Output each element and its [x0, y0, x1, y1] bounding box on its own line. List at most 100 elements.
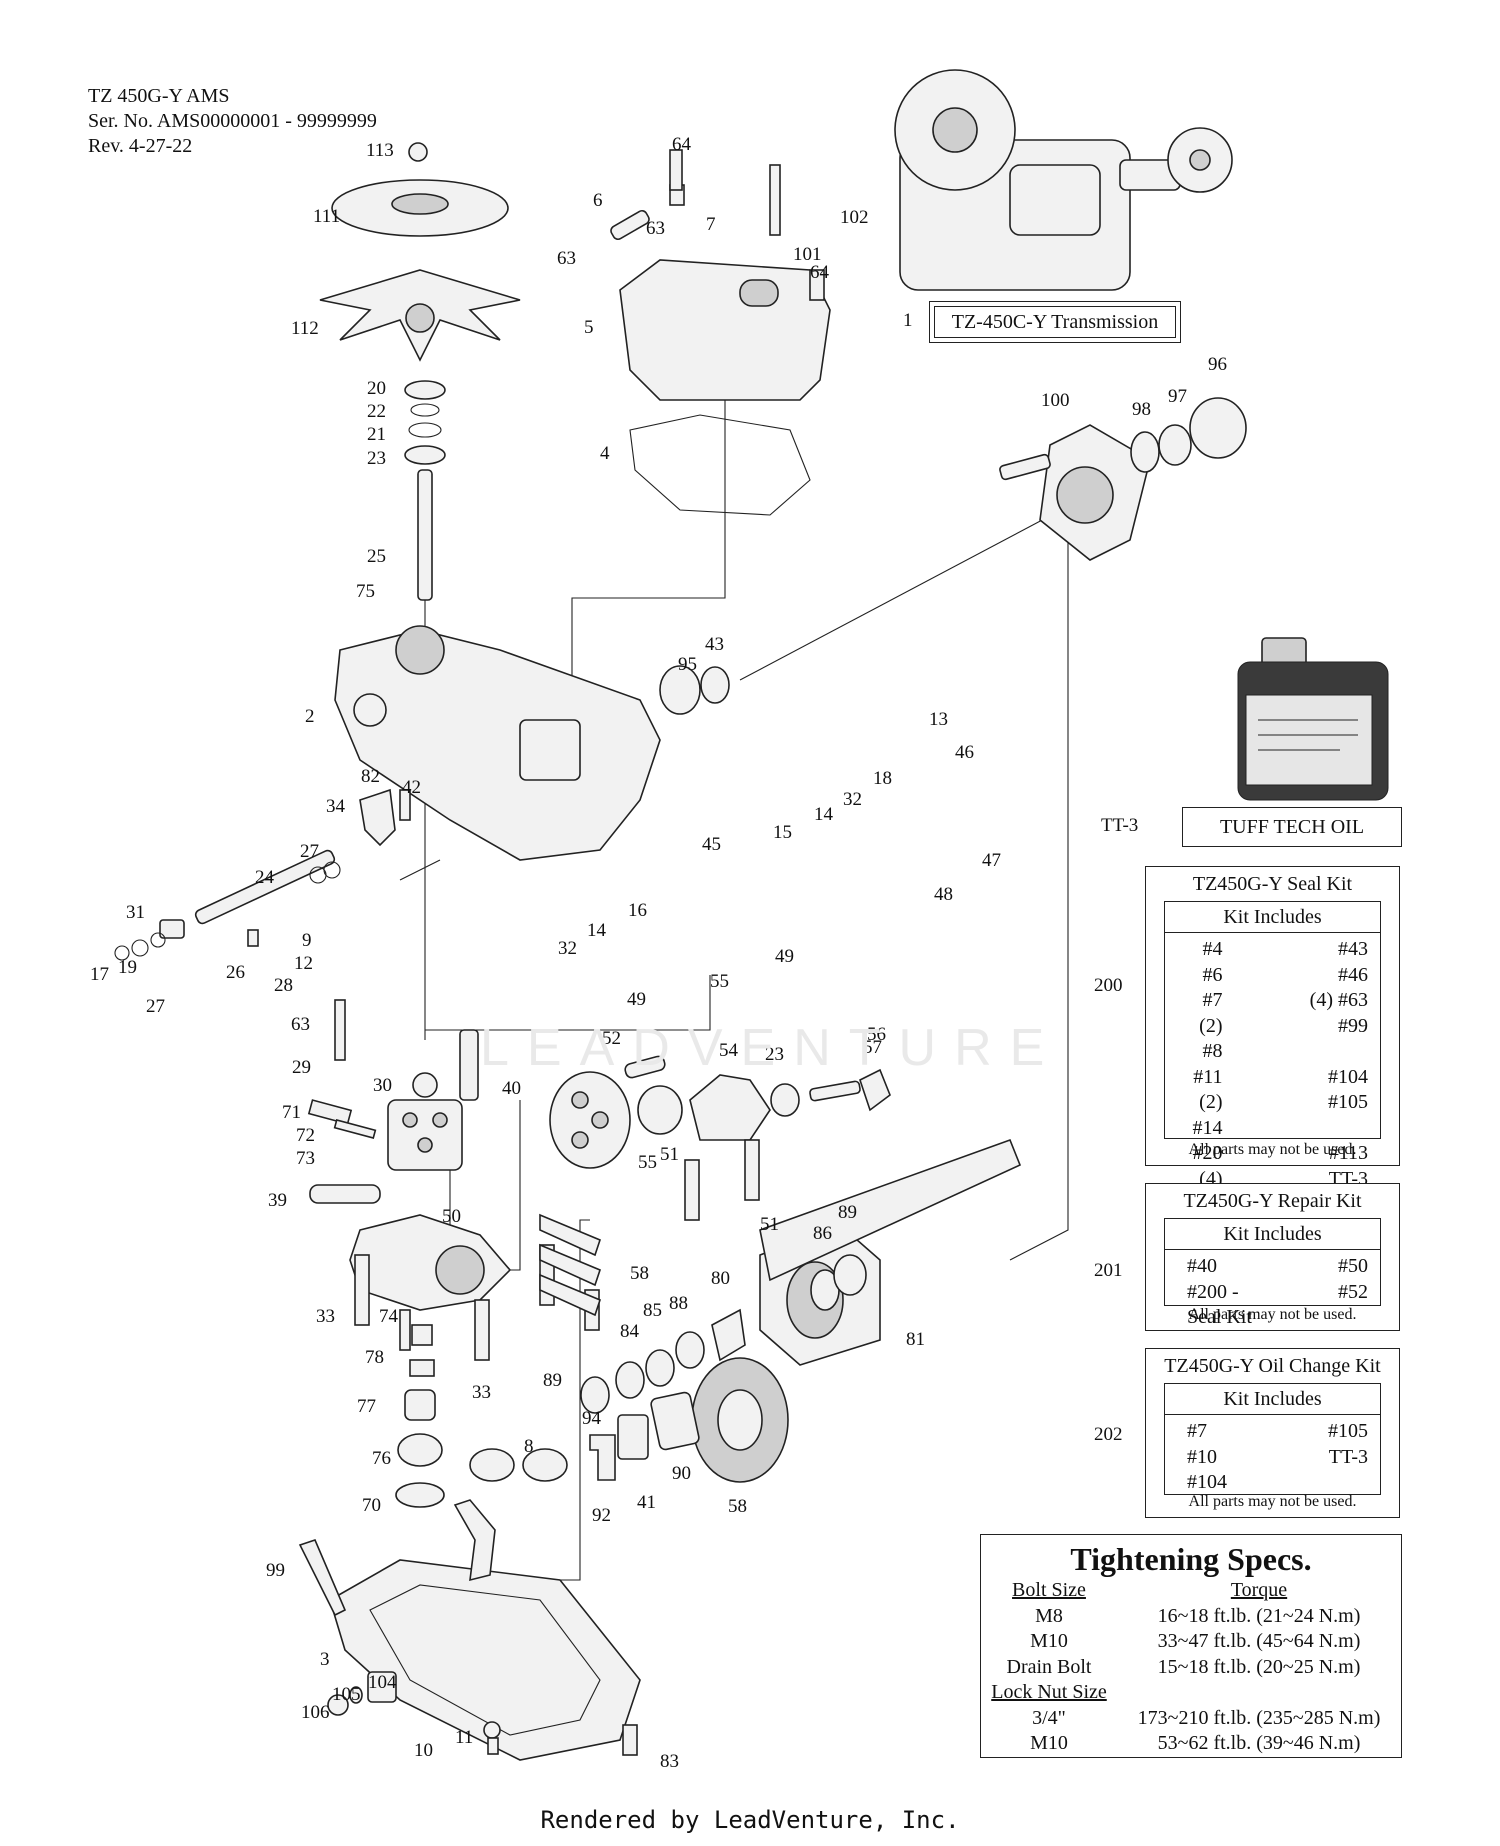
part-label: 23 — [367, 448, 386, 469]
part-label: 51 — [660, 1144, 679, 1165]
spec-torque: 33~47 ft.lb. (45~64 N.m) — [1157, 1630, 1361, 1652]
part-label: 10 — [414, 1740, 433, 1761]
spec-row: 3/4" 173~210 ft.lb. (235~285 N.m) — [981, 1706, 1401, 1732]
part-label: 56 — [867, 1024, 886, 1045]
part-label: 58 — [728, 1496, 747, 1517]
lock-nut-size-header: Lock Nut Size — [991, 1681, 1107, 1703]
part-label: 106 — [301, 1702, 330, 1723]
part-label: 64 — [810, 262, 830, 283]
part-label: 28 — [274, 975, 293, 996]
part-label: 58 — [630, 1263, 649, 1284]
transmission-label-box[interactable]: TZ-450C-Y Transmission — [929, 301, 1181, 343]
torque-header-cell: Torque — [1117, 1578, 1401, 1604]
part-label: 17 — [90, 964, 109, 985]
part-label: 26 — [226, 962, 245, 983]
kit-includes-heading: Kit Includes — [1165, 902, 1380, 933]
part-label: 89 — [543, 1370, 562, 1391]
part-label: 92 — [592, 1505, 611, 1526]
hydraulic-pump-illustration — [307, 1029, 512, 1508]
spec-size: M8 — [1035, 1604, 1063, 1627]
part-label: 97 — [1168, 386, 1187, 407]
transmission-assembly-illustration — [894, 69, 1233, 291]
part-label: 3 — [320, 1649, 330, 1670]
spec-row: Drain Bolt 15~18 ft.lb. (20~25 N.m) — [981, 1655, 1401, 1681]
part-label: 83 — [660, 1751, 679, 1772]
kit-number: 200 — [1094, 975, 1123, 996]
part-label: 100 — [1041, 390, 1070, 411]
part-label: 80 — [711, 1268, 730, 1289]
watermark: LEADVENTURE — [480, 1019, 1063, 1077]
part-label: 39 — [268, 1190, 287, 1211]
kit-includes-panel: Kit Includes #4#43 #6#46 #7(4) #63 (2) #… — [1164, 901, 1381, 1215]
part-label: 31 — [126, 902, 145, 923]
oil-change-kit-box[interactable]: TZ450G-Y Oil Change Kit Kit Includes #7#… — [1145, 1348, 1400, 1518]
kit-note: All parts may not be used. — [1188, 1306, 1357, 1323]
spec-size: M10 — [1030, 1732, 1068, 1754]
part-label: 15 — [773, 822, 792, 843]
torque-header: Torque — [1230, 1579, 1288, 1601]
bottom-cover-illustration — [298, 1448, 641, 1761]
part-label: 96 — [1208, 354, 1227, 375]
repair-kit-box[interactable]: TZ450G-Y Repair Kit Kit Includes #40#50 … — [1145, 1183, 1400, 1331]
kit-part: #50 — [1338, 1255, 1368, 1277]
top-cover-illustration — [610, 149, 831, 516]
spec-row: M8 16~18 ft.lb. (21~24 N.m) — [981, 1604, 1401, 1630]
bolt-size-header: Bolt Size — [1012, 1579, 1086, 1601]
kit-number: 202 — [1094, 1424, 1123, 1445]
oil-label-box[interactable]: TUFF TECH OIL — [1182, 807, 1402, 847]
part-label: 99 — [266, 1560, 285, 1581]
kit-part: #40 — [1187, 1255, 1217, 1277]
part-label: 112 — [291, 318, 319, 339]
kit-part: #11 — [1193, 1065, 1223, 1088]
part-label: 51 — [760, 1214, 779, 1235]
part-label: 30 — [373, 1075, 392, 1096]
part-label: 33 — [472, 1382, 491, 1403]
transmission-label: TZ-450C-Y Transmission — [934, 306, 1176, 338]
part-label: 11 — [455, 1727, 473, 1748]
spec-row: M10 53~62 ft.lb. (39~46 N.m) — [981, 1731, 1401, 1757]
kit-includes-heading: Kit Includes — [1165, 1219, 1380, 1250]
part-label: 81 — [906, 1329, 925, 1350]
kit-title: TZ450G-Y Oil Change Kit — [1164, 1355, 1381, 1377]
part-label: 9 — [302, 930, 312, 951]
kit-part: #6 — [1202, 963, 1223, 986]
kit-part: #7 — [1202, 989, 1223, 1011]
part-label: 74 — [379, 1306, 399, 1327]
part-label: 5 — [584, 317, 594, 338]
kit-part: #52 — [1338, 1280, 1368, 1303]
part-label: 14 — [814, 804, 834, 825]
kit-includes-heading: Kit Includes — [1165, 1384, 1380, 1415]
part-label: 43 — [705, 634, 724, 655]
part-label: 71 — [282, 1102, 301, 1123]
part-label: 95 — [678, 654, 697, 675]
kit-parts-list: #40 #50 #200 - Seal Kit #52 — [1165, 1250, 1380, 1333]
part-label: 57 — [863, 1037, 882, 1058]
part-callouts: 113 111 112 20 22 21 23 25 75 2 82 42 34… — [90, 134, 1227, 1772]
kit-part: TT-3 — [1328, 1445, 1368, 1468]
kit-part: #43 — [1338, 938, 1368, 960]
part-label: 27 — [146, 996, 165, 1017]
seal-kit-box[interactable]: TZ450G-Y Seal Kit Kit Includes #4#43 #6#… — [1145, 866, 1400, 1215]
specs-title: Tightening Specs. — [1070, 1541, 1312, 1577]
part-label: 63 — [291, 1014, 310, 1035]
kit-part: #104 — [1187, 1471, 1227, 1493]
spec-size: M10 — [1030, 1630, 1068, 1652]
spec-size: Drain Bolt — [1006, 1655, 1092, 1678]
part-label: 13 — [929, 709, 948, 730]
part-label: 42 — [402, 777, 421, 798]
part-label: 82 — [361, 766, 380, 787]
part-label: 104 — [368, 1672, 397, 1693]
part-label: 41 — [637, 1492, 656, 1513]
part-label: 6 — [593, 190, 603, 211]
kit-part: #105 — [1328, 1420, 1368, 1442]
empty-cell — [1117, 1680, 1401, 1706]
kit-part: #105 — [1328, 1091, 1368, 1113]
kit-part: #200 - Seal Kit — [1187, 1280, 1252, 1329]
part-label: 70 — [362, 1495, 381, 1516]
part-label: 19 — [118, 957, 137, 978]
part-label: 46 — [955, 742, 974, 763]
oil-ref-number: TT-3 — [1101, 815, 1139, 836]
part-label: 4 — [600, 443, 610, 464]
part-label: 27 — [300, 841, 319, 862]
kit-note: All parts may not be used. — [1188, 1141, 1357, 1158]
